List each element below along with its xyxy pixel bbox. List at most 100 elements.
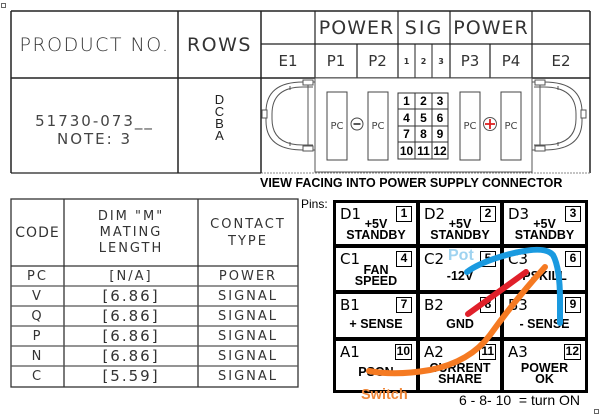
pin-row-label: A2 [424, 343, 444, 361]
pin-row-label: D3 [508, 205, 530, 223]
product-no-header: PRODUCT NO. [19, 33, 170, 56]
pin-function: PSKILL [504, 269, 585, 283]
signal-pin-12: 12 [433, 143, 447, 158]
column-header-e1: E1 [278, 52, 298, 70]
row-letter-a: A [215, 128, 224, 143]
dim-header-line-3: LENGTH [98, 240, 164, 256]
connector-table [10, 10, 591, 174]
product-number-value: 51730-073__ [35, 112, 154, 130]
pin-row-label: A1 [340, 343, 360, 361]
pin-number-badge: 2 [480, 206, 496, 222]
pin-row-label: B1 [340, 296, 360, 314]
row-code: P [32, 328, 43, 344]
pin-number-badge: 1 [396, 206, 412, 222]
pin-function-line: +5V [364, 217, 388, 231]
row-code: V [32, 288, 43, 304]
signal-pin-7: 7 [403, 127, 410, 141]
row-length: [6.86] [102, 327, 160, 345]
dim-header-type-line-2: TYPE [228, 233, 268, 249]
table-row: N [6.86] SIGNAL [11, 346, 298, 366]
table-row: PC [N/A] POWER [11, 266, 298, 286]
contact-p1-label: PC [330, 120, 344, 132]
dimension-table-grid [10, 198, 299, 388]
signal-pin-1: 1 [403, 94, 410, 108]
rows-header: ROWS [186, 33, 252, 56]
signal-pin-4: 4 [403, 110, 410, 125]
pin-row-label: C1 [340, 250, 361, 268]
pin-number-badge: 6 [565, 251, 581, 267]
dim-header-code-text: CODE [15, 224, 60, 241]
table-row: V [6.86] SIGNAL [11, 286, 298, 306]
pin-number-badge: 9 [565, 297, 581, 313]
corner-mark-bottom-right [594, 409, 599, 414]
table-row: P [6.86] SIGNAL [11, 326, 298, 346]
pins-label: Pins: [301, 197, 328, 211]
pin-function-line: + SENSE [349, 317, 403, 331]
corner-mark-top-left [1, 3, 6, 8]
column-header-sig-3: 3 [438, 56, 444, 66]
pin-number-badge: 8 [480, 297, 496, 313]
row-letters: D C B A [178, 93, 261, 143]
group-header-power-right: POWER [453, 16, 529, 39]
row-code: C [31, 368, 44, 384]
contact-p4-label: PC [504, 120, 518, 132]
pin-function-line: PSKILL [522, 269, 567, 283]
pin-number-badge: 12 [563, 344, 581, 360]
dim-header-contact-type: CONTACT TYPE [198, 199, 298, 266]
pin-number-badge: 3 [565, 206, 581, 222]
pin-cell-b2: B2 8 GND [420, 294, 500, 337]
pin-function: -12V [420, 270, 500, 283]
pin-function-line: - SENSE [519, 317, 570, 331]
pin-function-line: +5V [448, 217, 472, 231]
contact-p1 [326, 91, 348, 161]
row-letter-c: C [214, 104, 225, 119]
connector-caption: VIEW FACING INTO POWER SUPPLY CONNECTOR [260, 176, 563, 190]
pin-number-badge: 5 [480, 251, 496, 267]
product-number: 51730-073__ NOTE: 3 [11, 112, 178, 148]
pin-function-line: GND [446, 317, 474, 331]
pin-row-label: D1 [340, 205, 362, 223]
group-header-power-left: POWER [318, 16, 395, 39]
signal-pin-2: 2 [420, 94, 427, 108]
pin-function-line: STANDBY [430, 228, 490, 242]
contact-p3 [459, 91, 481, 161]
pin-function-line: OK [535, 372, 554, 386]
column-header-p1: P1 [326, 52, 346, 70]
right-latch-inner [534, 86, 577, 146]
pin-function-line: PSON [358, 365, 394, 379]
row-type: SIGNAL [217, 348, 279, 364]
dim-header-type-line-1: CONTACT [210, 216, 286, 232]
pin-number-badge: 7 [396, 297, 412, 313]
column-header-p3: P3 [460, 52, 480, 70]
turn-on-note: 6 - 8- 10 = turn ON [459, 392, 580, 408]
row-length: [6.86] [102, 347, 160, 365]
pin-row-label: A3 [508, 343, 528, 361]
signal-pin-6: 6 [436, 110, 444, 125]
pin-cell-b3: B3 9 - SENSE [504, 294, 585, 337]
row-code: N [31, 348, 44, 364]
row-type: SIGNAL [217, 328, 279, 344]
pin-cell-a1: A1 10 PSON [336, 341, 416, 390]
product-note: NOTE: 3 [56, 130, 133, 148]
signal-pin-3: 3 [436, 94, 444, 108]
contact-p3-label: PC [463, 120, 477, 132]
column-header-e2: E2 [551, 52, 571, 70]
pin-function-line: STANDBY [346, 228, 406, 242]
row-code: Q [31, 308, 44, 324]
contact-p4 [500, 91, 522, 161]
pin-function-line: SHARE [438, 372, 482, 386]
contact-p2-label: PC [371, 120, 385, 132]
row-letter-b: B [215, 116, 224, 131]
dim-header-line-2: MATING [99, 224, 163, 240]
pot-label: Pot [448, 247, 474, 264]
pin-function-line: STANDBY [514, 228, 575, 242]
dim-header-mating-length: DIM "M" MATING LENGTH [64, 199, 198, 266]
